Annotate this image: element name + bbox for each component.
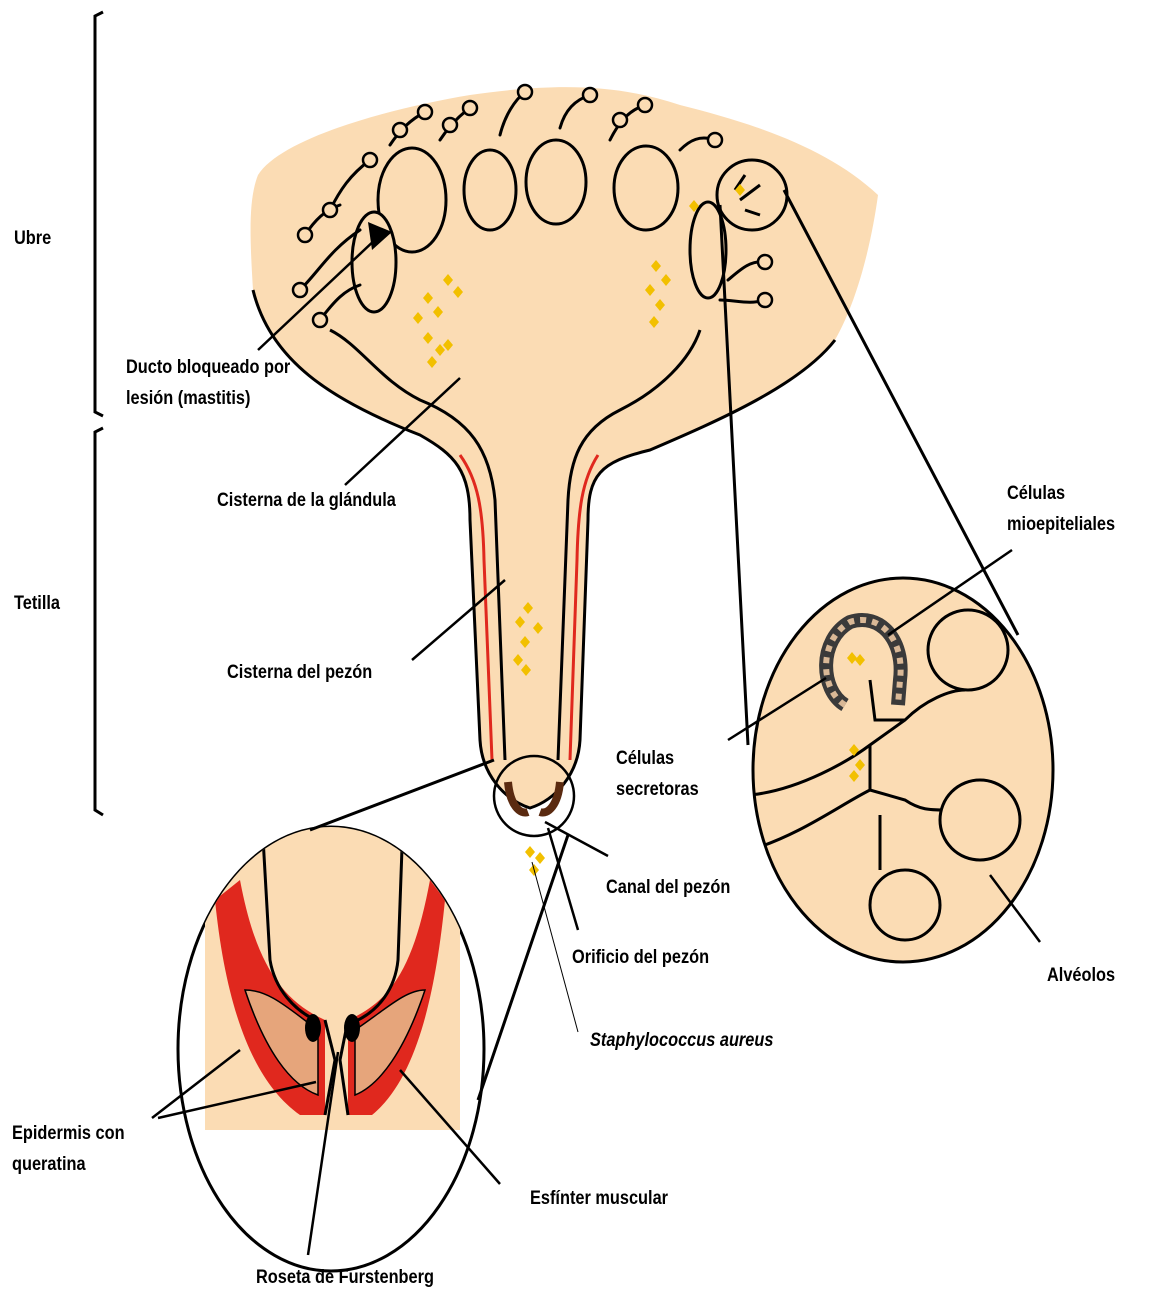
label-canal-pezon: Canal del pezón (606, 872, 730, 903)
label-tetilla: Tetilla (14, 588, 60, 619)
label-cisterna-pezon: Cisterna del pezón (227, 657, 372, 688)
tetilla-bracket (95, 428, 103, 815)
magnifier-small-alveoli (717, 160, 787, 230)
label-roseta: Roseta de Furstenberg (256, 1262, 434, 1293)
label-ubre: Ubre (14, 223, 51, 254)
label-celulas-mioepiteliales: Células mioepiteliales (1007, 478, 1115, 540)
label-esfinter: Esfínter muscular (530, 1183, 668, 1214)
label-celulas-secretoras: Células secretoras (616, 743, 699, 805)
label-cisterna-glandula: Cisterna de la glándula (217, 485, 396, 516)
zoom-rosette-left (305, 1014, 321, 1042)
zoom-rosette-right (344, 1014, 360, 1042)
label-ducto-bloqueado: Ducto bloqueado por lesión (mastitis) (126, 352, 290, 414)
ubre-bracket (95, 12, 103, 416)
label-alveolos: Alvéolos (1047, 960, 1115, 991)
label-staphylococcus: Staphylococcus aureus (590, 1025, 773, 1056)
label-epidermis: Epidermis con queratina (12, 1118, 125, 1180)
label-orificio-pezon: Orificio del pezón (572, 942, 709, 973)
